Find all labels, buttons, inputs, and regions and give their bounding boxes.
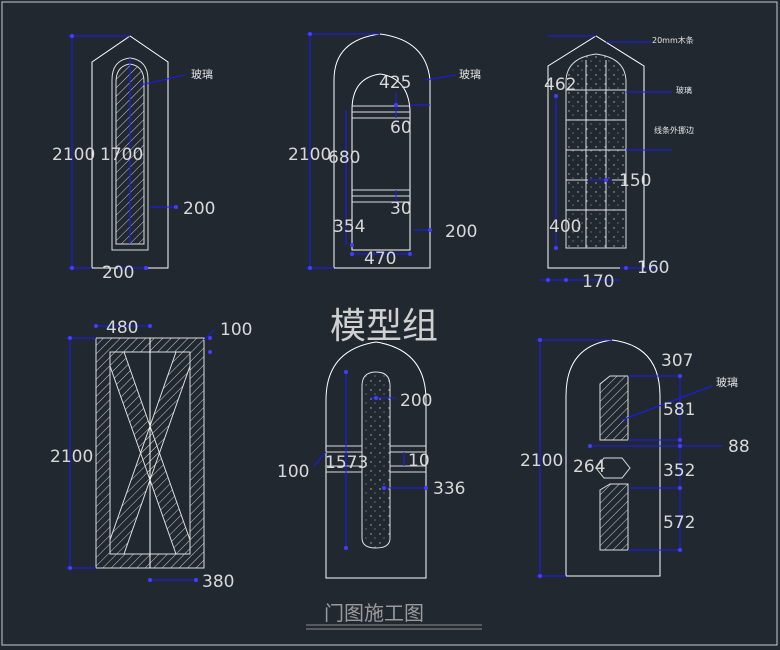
door2-dim-top: 425 [379,73,411,93]
door3-dim-150: 150 [619,171,651,191]
door1-dim-bottom: 200 [102,263,134,283]
door6-glass-label: 玻璃 [716,375,738,389]
door5-dim-10: 10 [408,451,430,471]
door2-dim-354: 354 [333,217,365,237]
door-2: 玻璃 425 60 2100 680 30 354 200 470 [288,32,481,270]
door1-dim-total-height: 2100 [52,145,95,165]
door3-note-glass: 玻璃 [676,85,692,95]
door2-dim-680: 680 [328,148,360,168]
door5-dim-336: 336 [433,479,465,499]
door6-dim-352: 352 [663,461,695,481]
door6-dim-307: 307 [661,351,693,371]
door1-glass-label: 玻璃 [191,67,213,81]
door-6: 玻璃 307 581 88 2100 264 352 572 [520,338,750,578]
door1-dim-glass-height: 1700 [100,145,143,165]
door4-dim-total-height: 2100 [50,447,93,467]
door6-dim-581: 581 [663,400,695,420]
door6-dim-total-height: 2100 [520,451,563,471]
door-4: 480 100 2100 380 [50,318,252,592]
door2-dim-total-height: 2100 [288,145,331,165]
door3-note-wood-strip: 20mm木条 [652,35,694,45]
door6-dim-264: 264 [573,457,605,477]
door4-dim-480: 480 [106,318,138,338]
door5-dim-100: 100 [277,462,309,482]
door2-dim-470: 470 [364,249,396,269]
door2-dim-60: 60 [390,118,412,138]
door2-dim-30: 30 [390,199,412,219]
drawing-subtitle: 门图施工图 [324,601,424,625]
door5-dim-1573: 1573 [325,453,368,473]
main-title: 模型组 [330,306,438,347]
door4-dim-100: 100 [220,320,252,340]
door3-dim-170: 170 [582,272,614,292]
door3-dim-160: 160 [637,258,669,278]
door-3: 20mm木条 玻璃 线条外挪边 462 150 400 160 170 [540,35,694,292]
door6-dim-88: 88 [728,437,750,457]
door1-dim-side: 200 [183,199,215,219]
door6-dim-572: 572 [663,513,695,533]
door3-dim-462: 462 [544,75,576,95]
door-1: 玻璃 2100 1700 200 200 [52,34,215,283]
door3-note-line-edge: 线条外挪边 [654,125,694,135]
door3-dim-400: 400 [549,217,581,237]
door5-dim-200: 200 [400,391,432,411]
door-5: 200 1573 10 100 336 [277,341,465,579]
door2-dim-200: 200 [445,222,477,242]
door4-dim-380: 380 [202,572,234,592]
door2-glass-label: 玻璃 [459,67,481,81]
